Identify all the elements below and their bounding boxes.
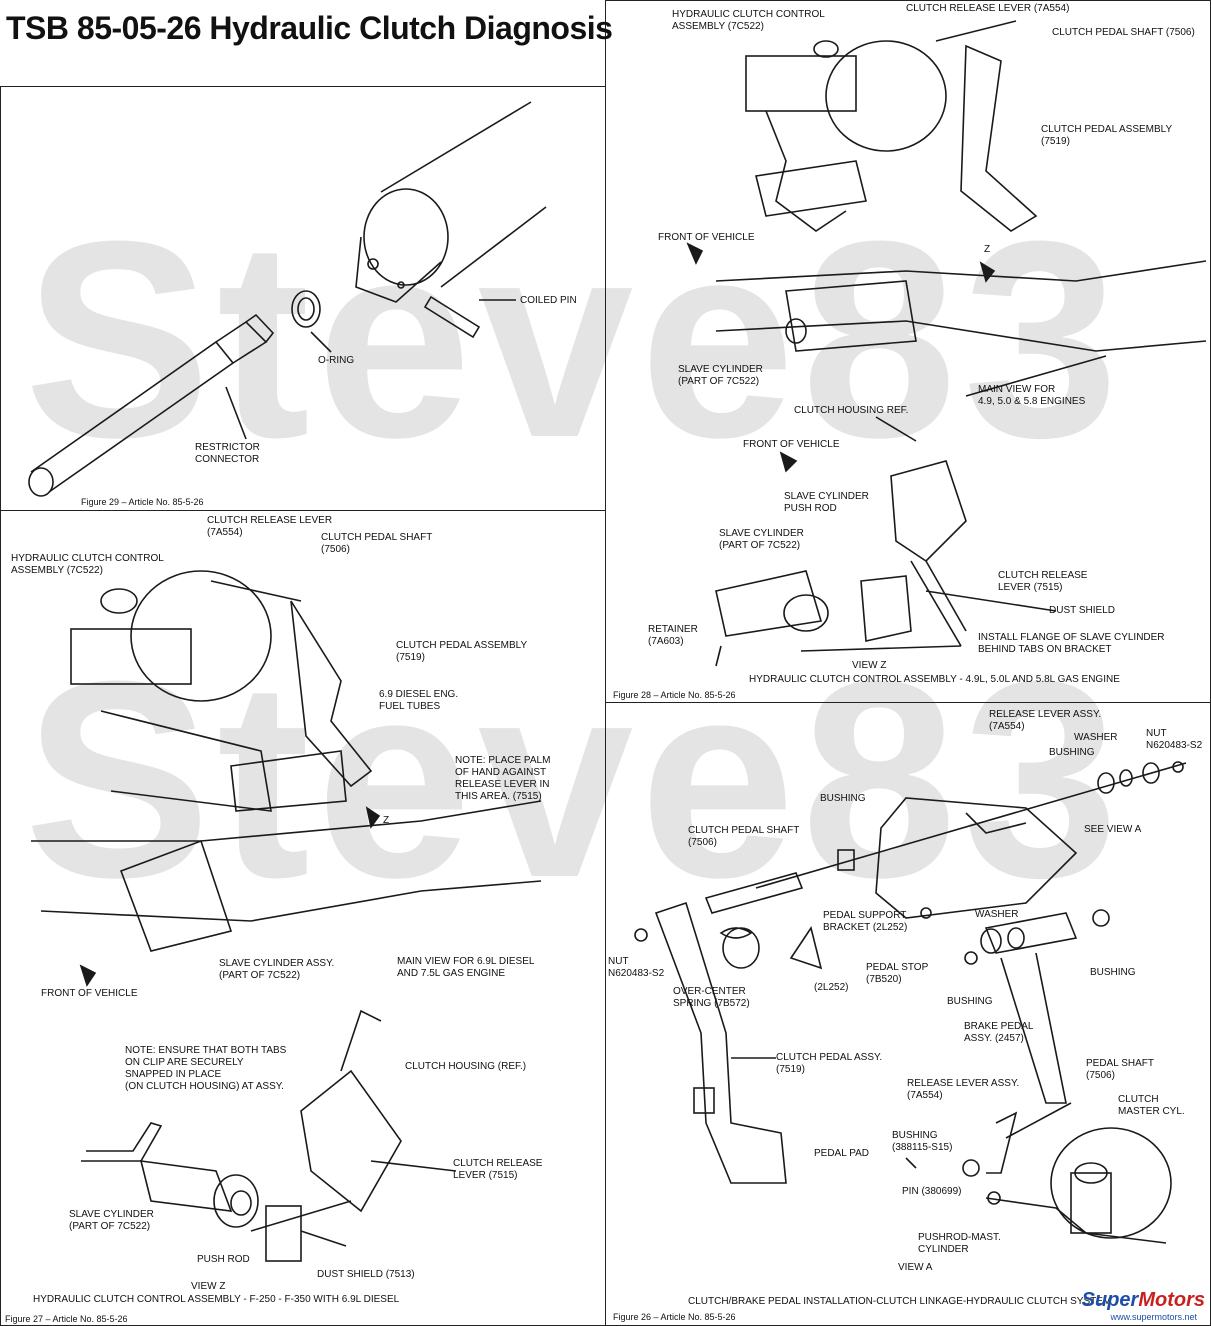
figure-28-drawing xyxy=(686,20,1207,667)
label-front-of-vehicle-2: FRONT OF VEHICLE xyxy=(743,439,840,450)
label-view-z: VIEW Z xyxy=(852,660,887,671)
label-clutch-release-lever-2: CLUTCH RELEASE LEVER (7515) xyxy=(453,1158,543,1181)
label-clutch-pedal-shaft: CLUTCH PEDAL SHAFT (7506) xyxy=(688,825,800,848)
label-slave-cylinder: SLAVE CYLINDER (PART OF 7C522) xyxy=(678,364,763,387)
label-slave-cylinder-assy: SLAVE CYLINDER ASSY. (PART OF 7C522) xyxy=(219,958,335,981)
label-bushing-2: BUSHING xyxy=(820,793,866,804)
label-clutch-pedal-shaft: CLUTCH PEDAL SHAFT (7506) xyxy=(1052,27,1195,38)
label-assembly-title: HYDRAULIC CLUTCH CONTROL ASSEMBLY - F-25… xyxy=(33,1294,400,1305)
figure-29-panel: COILED PIN O-RING RESTRICTOR CONNECTOR F… xyxy=(0,86,606,511)
figure-27-caption: Figure 27 – Article No. 85-5-26 xyxy=(5,1314,128,1324)
label-slave-cylinder: SLAVE CYLINDER (PART OF 7C522) xyxy=(69,1209,154,1232)
figure-27-drawing xyxy=(31,570,542,1262)
figure-28-panel: HYDRAULIC CLUTCH CONTROL ASSEMBLY (7C522… xyxy=(605,0,1211,703)
figure-26-panel: RELEASE LEVER ASSY. (7A554) NUT N620483-… xyxy=(605,702,1211,1326)
label-part-2l252: (2L252) xyxy=(814,982,849,993)
label-assembly-title: CLUTCH/BRAKE PEDAL INSTALLATION-CLUTCH L… xyxy=(688,1296,1112,1307)
label-clutch-release-lever: CLUTCH RELEASE LEVER (7A554) xyxy=(906,3,1070,14)
label-over-center-spring: OVER-CENTER SPRING (7B572) xyxy=(673,986,750,1009)
watermark-text: Steve83 xyxy=(24,184,1125,496)
label-dust-shield: DUST SHIELD xyxy=(1049,605,1115,616)
label-slave-cylinder-2: SLAVE CYLINDER (PART OF 7C522) xyxy=(719,528,804,551)
label-bushing-5: BUSHING (388115-S15) xyxy=(892,1130,953,1153)
label-pin: PIN (380699) xyxy=(902,1186,962,1197)
figure-28-caption: Figure 28 – Article No. 85-5-26 xyxy=(613,690,736,700)
label-push-rod: PUSH ROD xyxy=(197,1254,250,1265)
label-note-tabs: NOTE: ENSURE THAT BOTH TABS ON CLIP ARE … xyxy=(125,1045,287,1092)
figure-29-caption: Figure 29 – Article No. 85-5-26 xyxy=(81,497,204,507)
label-clutch-master-cyl: CLUTCH MASTER CYL. xyxy=(1118,1094,1185,1117)
label-clutch-release-lever: CLUTCH RELEASE LEVER (7A554) xyxy=(207,515,333,538)
label-clutch-pedal-assembly: CLUTCH PEDAL ASSEMBLY (7519) xyxy=(396,640,528,663)
label-bushing-3: BUSHING xyxy=(947,996,993,1007)
label-main-view: MAIN VIEW FOR 4.9, 5.0 & 5.8 ENGINES xyxy=(978,384,1086,407)
label-clutch-pedal-assembly: CLUTCH PEDAL ASSEMBLY (7519) xyxy=(1041,124,1173,147)
label-note-palm: NOTE: PLACE PALM OF HAND AGAINST RELEASE… xyxy=(455,755,551,802)
label-coiled-pin: COILED PIN xyxy=(520,295,577,306)
label-washer-1: WASHER xyxy=(1074,732,1118,743)
label-pedal-shaft: PEDAL SHAFT (7506) xyxy=(1086,1058,1154,1081)
figure-27-panel: CLUTCH RELEASE LEVER (7A554) HYDRAULIC C… xyxy=(0,510,606,1326)
label-assembly-title: HYDRAULIC CLUTCH CONTROL ASSEMBLY - 4.9L… xyxy=(749,674,1120,685)
label-release-lever-assy: RELEASE LEVER ASSY. (7A554) xyxy=(989,709,1102,732)
label-install-flange: INSTALL FLANGE OF SLAVE CYLINDER BEHIND … xyxy=(978,632,1165,655)
label-pedal-support-bracket: PEDAL SUPPORT BRACKET (2L252) xyxy=(823,910,908,933)
logo-text-motors: Motors xyxy=(1138,1289,1205,1311)
figure-26-drawing xyxy=(634,761,1187,1244)
watermark-text-lower: Steve83 xyxy=(24,624,1125,936)
label-clutch-pedal-shaft: CLUTCH PEDAL SHAFT (7506) xyxy=(321,532,433,555)
label-slave-cylinder-push-rod: SLAVE CYLINDER PUSH ROD xyxy=(784,491,869,514)
label-nut-2: NUT N620483-S2 xyxy=(608,956,665,979)
label-clutch-housing: CLUTCH HOUSING (REF.) xyxy=(405,1061,527,1072)
label-brake-pedal-assy: BRAKE PEDAL ASSY. (2457) xyxy=(964,1021,1034,1044)
label-pedal-pad: PEDAL PAD xyxy=(814,1148,870,1159)
label-release-lever-assy-2: RELEASE LEVER ASSY. (7A554) xyxy=(907,1078,1020,1101)
label-bushing-4: BUSHING xyxy=(1090,967,1136,978)
label-retainer: RETAINER (7A603) xyxy=(648,624,698,647)
label-clutch-pedal-assy: CLUTCH PEDAL ASSY. (7519) xyxy=(776,1052,883,1075)
label-diesel-fuel-tubes: 6.9 DIESEL ENG. FUEL TUBES xyxy=(379,689,459,712)
label-z: Z xyxy=(984,244,991,255)
figure-26-caption: Figure 26 – Article No. 85-5-26 xyxy=(613,1312,736,1322)
label-hydraulic-clutch-control: HYDRAULIC CLUTCH CONTROL ASSEMBLY (7C522… xyxy=(672,9,825,32)
label-view-z: VIEW Z xyxy=(191,1281,226,1292)
logo-text-super: Super xyxy=(1081,1289,1139,1311)
label-restrictor-connector: RESTRICTOR CONNECTOR xyxy=(195,442,260,465)
logo-url: www.supermotors.net xyxy=(1110,1312,1197,1322)
label-bushing-1: BUSHING xyxy=(1049,747,1095,758)
label-pushrod-master-cylinder: PUSHROD-MAST. CYLINDER xyxy=(918,1232,1001,1255)
label-front-of-vehicle-1: FRONT OF VEHICLE xyxy=(658,232,755,243)
label-washer-2: WASHER xyxy=(975,909,1019,920)
label-o-ring: O-RING xyxy=(318,355,355,366)
label-main-view: MAIN VIEW FOR 6.9L DIESEL AND 7.5L GAS E… xyxy=(397,956,535,979)
label-pedal-stop: PEDAL STOP (7B520) xyxy=(866,962,929,985)
page-title: TSB 85-05-26 Hydraulic Clutch Diagnosis xyxy=(6,10,613,46)
label-clutch-release-lever-2: CLUTCH RELEASE LEVER (7515) xyxy=(998,570,1088,593)
label-dust-shield: DUST SHIELD (7513) xyxy=(317,1269,415,1280)
label-clutch-housing-ref: CLUTCH HOUSING REF. xyxy=(794,405,909,416)
label-z: Z xyxy=(383,815,390,826)
label-hydraulic-clutch-control: HYDRAULIC CLUTCH CONTROL ASSEMBLY (7C522… xyxy=(11,553,164,576)
figure-29-drawing xyxy=(28,101,547,497)
label-see-view-a: SEE VIEW A xyxy=(1084,824,1142,835)
label-view-a: VIEW A xyxy=(898,1262,933,1273)
label-nut-1: NUT N620483-S2 xyxy=(1146,728,1203,751)
label-front-of-vehicle: FRONT OF VEHICLE xyxy=(41,988,138,999)
